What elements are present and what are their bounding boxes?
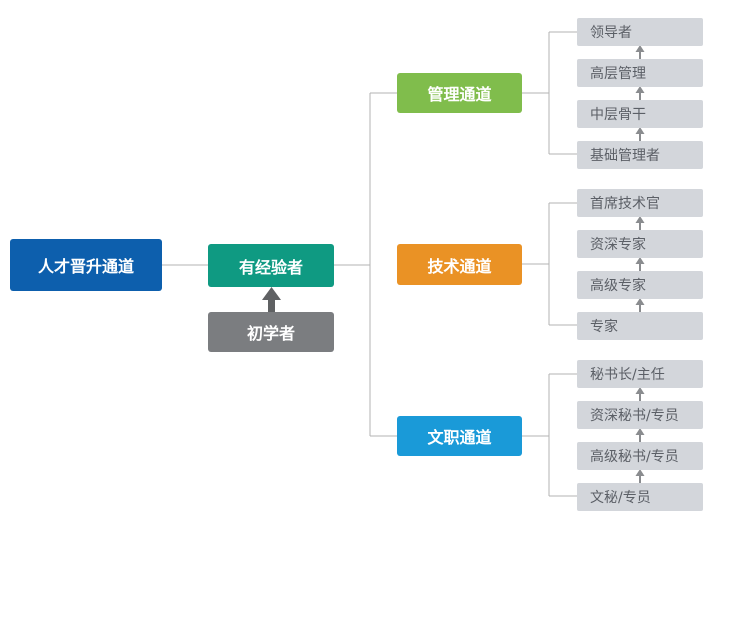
level-label: 高级专家 — [590, 278, 646, 294]
level-box: 文秘/专员 — [577, 483, 703, 511]
level-box: 中层骨干 — [577, 100, 703, 128]
level-box: 专家 — [577, 312, 703, 340]
level-label: 高层管理 — [590, 66, 646, 82]
level-box: 领导者 — [577, 18, 703, 46]
level-label: 领导者 — [590, 25, 632, 41]
channel-label: 文职通道 — [427, 428, 492, 447]
beginner-up-arrow — [262, 287, 281, 312]
level-label: 基础管理者 — [590, 148, 660, 164]
beginner-label: 初学者 — [246, 324, 295, 343]
level-arrows — [635, 45, 645, 483]
level-box: 基础管理者 — [577, 141, 703, 169]
level-label: 专家 — [590, 319, 618, 335]
channel-label: 技术通道 — [427, 256, 492, 276]
level-label: 高级秘书/专员 — [590, 449, 679, 465]
experienced-node: 有经验者 — [208, 244, 334, 287]
root-node: 人才晋升通道 — [10, 239, 162, 291]
root-label: 人才晋升通道 — [37, 257, 134, 276]
level-box: 资深秘书/专员 — [577, 401, 703, 429]
level-label: 首席技术官 — [590, 196, 660, 212]
beginner-node: 初学者 — [208, 312, 334, 352]
level-box: 高层管理 — [577, 59, 703, 87]
level-box: 秘书长/主任 — [577, 360, 703, 388]
level-box: 高级专家 — [577, 271, 703, 299]
channel-clerical: 文职通道 — [397, 416, 522, 456]
level-label: 资深秘书/专员 — [590, 408, 679, 424]
level-label: 秘书长/主任 — [590, 367, 665, 383]
experienced-label: 有经验者 — [238, 257, 303, 277]
channel-management: 管理通道 — [397, 73, 522, 113]
level-label: 文秘/专员 — [590, 490, 651, 506]
level-box: 资深专家 — [577, 230, 703, 258]
channel-label: 管理通道 — [427, 85, 492, 104]
level-box: 高级秘书/专员 — [577, 442, 703, 470]
channel-technical: 技术通道 — [397, 244, 522, 285]
level-label: 资深专家 — [590, 237, 646, 253]
level-label: 中层骨干 — [590, 107, 646, 123]
level-box: 首席技术官 — [577, 189, 703, 217]
